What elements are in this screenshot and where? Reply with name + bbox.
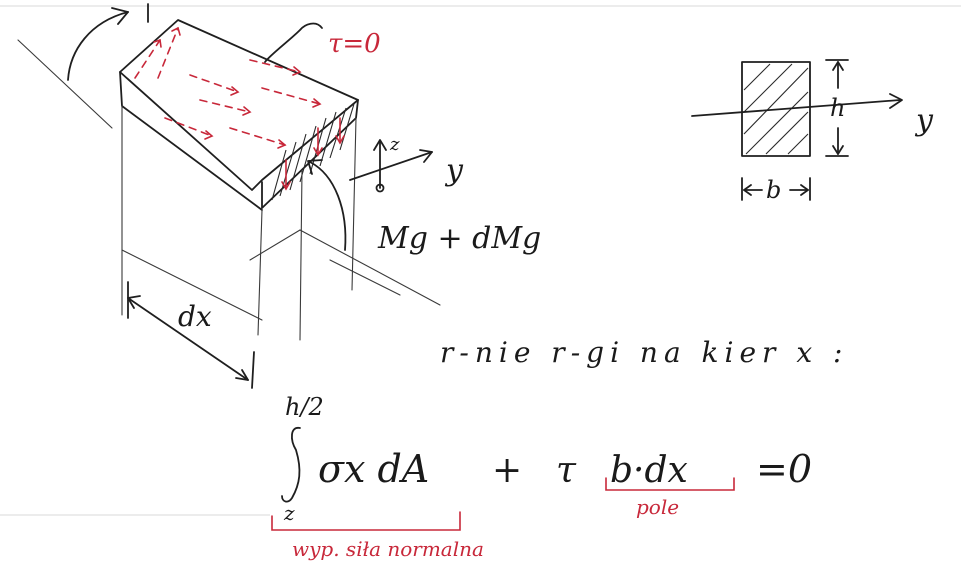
equilibrium-equation: r-nie r-gi na kier x : h/2 z σx dA + τ b… — [271, 336, 848, 561]
proj-line-4 — [351, 117, 357, 291]
section-h-label: h — [830, 94, 845, 122]
integral-brace — [271, 511, 461, 531]
h-arrow-top — [832, 61, 844, 71]
moment-arrow-right — [309, 161, 347, 251]
proj-line-3 — [299, 169, 303, 341]
moment-arrow-left — [67, 11, 129, 81]
proj-line-2 — [257, 209, 263, 336]
tau-pointer — [264, 22, 323, 63]
proj-line-5 — [121, 249, 263, 321]
proj-line-7 — [299, 229, 441, 306]
proj-line-6 — [249, 229, 301, 261]
moment-arrow-left-head — [111, 7, 129, 25]
section-hatching — [271, 103, 355, 201]
lower-limit: z — [283, 501, 295, 525]
integral-label: wyp. siła normalna — [292, 537, 484, 561]
beam-top-face — [119, 19, 359, 191]
b-arrow-left — [743, 184, 752, 196]
cross-section: y h b — [691, 59, 934, 204]
section-b-label: b — [766, 176, 781, 204]
area-label: pole — [636, 495, 679, 519]
integrand: σx dA — [318, 447, 429, 491]
dx-tick-right — [251, 351, 255, 389]
section-y-axis — [691, 99, 901, 117]
dx-dimension-line — [127, 297, 249, 381]
upper-limit: h/2 — [285, 393, 324, 421]
dx-arrow-right — [235, 369, 249, 381]
area-brace — [605, 477, 735, 491]
section-y-axis-head — [889, 93, 903, 109]
section-rect-hatching — [743, 63, 809, 155]
beam-front-face — [119, 71, 263, 211]
beam-left-axis — [17, 39, 113, 129]
y-axis — [349, 151, 433, 181]
tau-zero-label: τ=0 — [328, 29, 381, 59]
dx-label: dx — [178, 300, 212, 333]
shear-arrows-top — [134, 26, 322, 149]
section-y-label: y — [914, 103, 934, 138]
area-term: b·dx — [610, 450, 688, 491]
equals-zero: =0 — [756, 447, 812, 491]
moment-arrow-right-head — [307, 159, 323, 175]
b-arrow-right — [800, 184, 809, 196]
moment-label: Mg + dMg — [377, 221, 541, 256]
tau-symbol: τ — [556, 450, 577, 491]
dx-arrow-left — [127, 295, 141, 309]
shear-arrows-section — [281, 117, 345, 191]
y-axis-head — [419, 149, 433, 163]
plus-sign: + — [492, 450, 522, 491]
z-axis-label: z — [389, 134, 400, 155]
section-rectangle — [741, 61, 811, 157]
h-arrow-bottom — [832, 145, 844, 155]
integral-sign — [281, 427, 301, 503]
equation-heading: r-nie r-gi na kier x : — [440, 336, 848, 369]
beam-element: τ=0 z y Mg + dMg dx — [17, 3, 541, 389]
z-axis-head — [373, 139, 387, 151]
proj-line-8 — [329, 259, 401, 296]
y-axis-label: y — [444, 153, 464, 188]
centroid-point — [375, 183, 385, 193]
